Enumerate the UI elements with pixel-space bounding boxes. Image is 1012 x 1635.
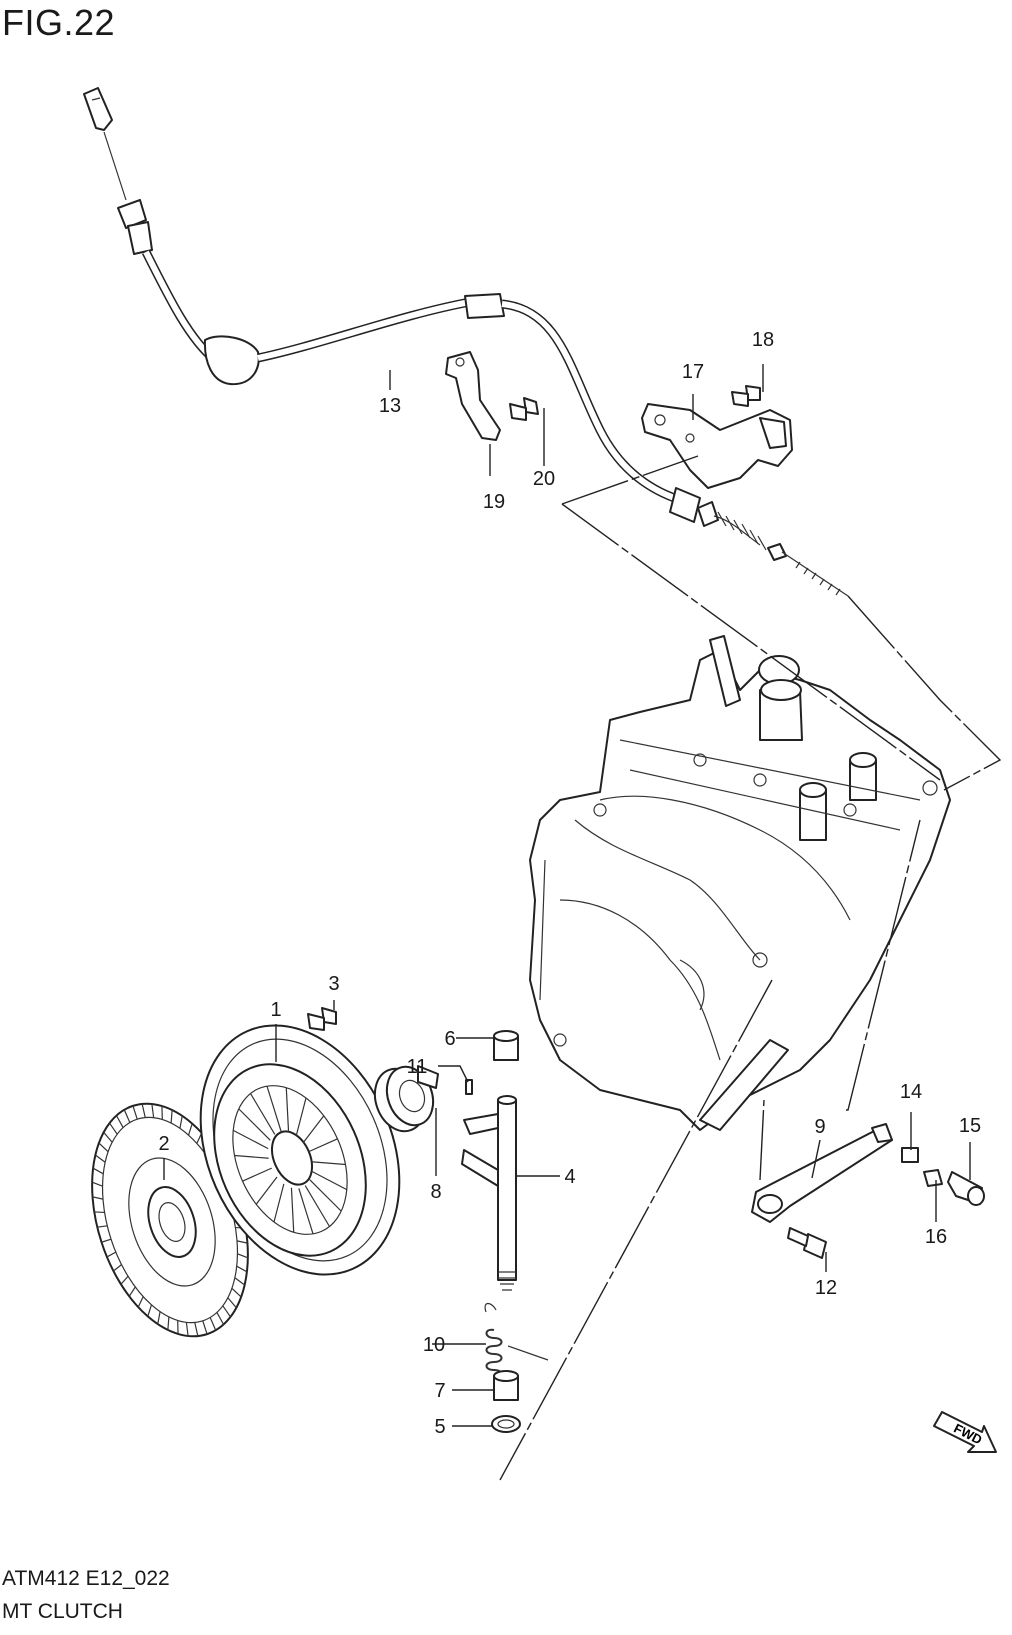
callout-12: 12 <box>815 1277 837 1299</box>
callout-14: 14 <box>900 1081 922 1103</box>
callout-18: 18 <box>752 329 774 351</box>
return-spring <box>484 1302 549 1379</box>
callout-8: 8 <box>430 1181 441 1203</box>
pressure-plate <box>199 1024 401 1276</box>
callout-5: 5 <box>434 1416 445 1438</box>
callout-2: 2 <box>158 1133 169 1155</box>
bolt-20 <box>509 397 539 421</box>
seal-5 <box>491 1415 521 1433</box>
bracket-19 <box>445 351 501 441</box>
clip-15 <box>947 1171 985 1206</box>
bushing-6 <box>493 1030 519 1061</box>
callout-6: 6 <box>444 1028 455 1050</box>
figure-caption: MT CLUTCH <box>2 1600 123 1623</box>
callout-20: 20 <box>533 468 555 490</box>
release-bearing <box>373 1065 439 1133</box>
bushing-14 <box>901 1147 919 1163</box>
callout-16: 16 <box>925 1226 947 1248</box>
callout-leaders <box>163 364 971 1427</box>
bracket-17 <box>641 403 793 489</box>
release-shaft <box>461 1095 517 1291</box>
callout-7: 7 <box>434 1380 445 1402</box>
callout-17: 17 <box>682 361 704 383</box>
pin-11 <box>465 1079 473 1095</box>
callout-11: 11 <box>407 1056 428 1078</box>
release-lever <box>751 1123 893 1223</box>
callout-13: 13 <box>379 395 401 417</box>
bolt-12 <box>787 1227 827 1259</box>
assembly-leader-lines <box>499 455 1002 1481</box>
figure-code: ATM412 E12_022 <box>2 1567 170 1590</box>
callout-10: 10 <box>423 1334 445 1356</box>
callout-4: 4 <box>564 1166 575 1188</box>
bolt-18 <box>731 385 761 407</box>
figure-title: FIG.22 <box>2 2 116 43</box>
callout-1: 1 <box>270 999 281 1021</box>
transaxle-housing <box>529 635 951 1131</box>
bushing-7 <box>493 1370 519 1401</box>
callout-9: 9 <box>814 1116 825 1138</box>
bolt-3 <box>307 1007 337 1031</box>
callout-15: 15 <box>959 1115 981 1137</box>
clutch-cable <box>83 87 849 597</box>
callout-19: 19 <box>483 491 505 513</box>
nut-16 <box>923 1169 943 1187</box>
callout-3: 3 <box>328 973 339 995</box>
fwd-arrow: FWD <box>933 1411 997 1453</box>
callout-numbers: 1 2 3 4 5 6 7 8 9 10 11 12 13 14 15 16 1… <box>158 329 981 1438</box>
